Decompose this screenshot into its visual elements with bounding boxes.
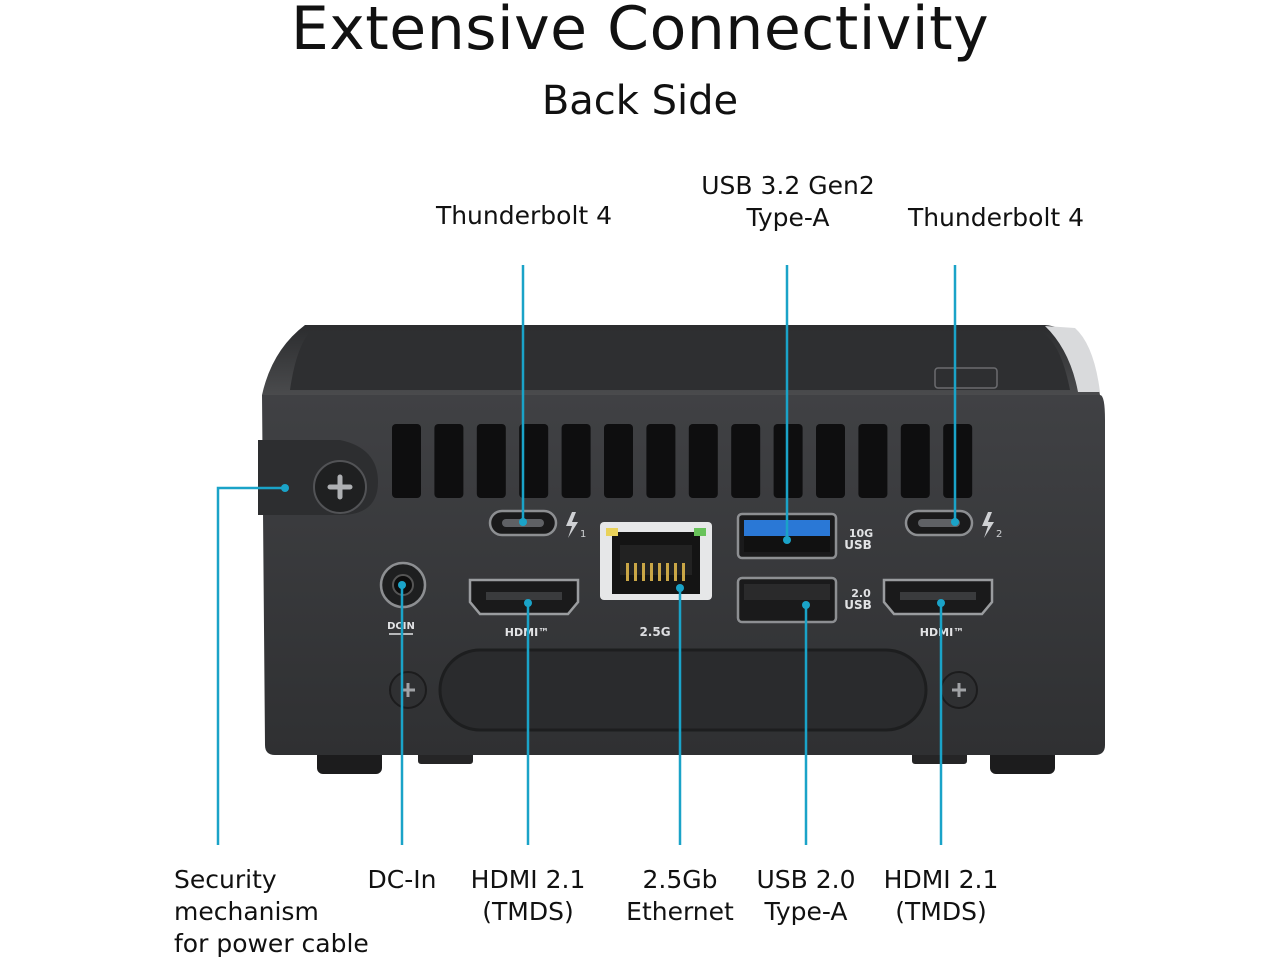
tb-number-1: 1 <box>580 529 586 540</box>
vent-slot <box>519 424 549 498</box>
vent-slot <box>900 424 930 498</box>
page-subtitle: Back Side <box>541 78 739 124</box>
page-title: Extensive Connectivity <box>290 0 990 64</box>
vent-grille <box>392 424 973 498</box>
vent-slot <box>434 424 464 498</box>
chassis-top-edge <box>1045 326 1100 392</box>
label-hdmi-left: HDMI 2.1(TMDS) <box>470 865 586 926</box>
vent-slot <box>816 424 845 498</box>
usb-20-marking: 2.0 <box>851 587 871 600</box>
thunderbolt-icon-1 <box>566 512 578 538</box>
ethernet-pin <box>666 563 669 581</box>
label-thunderbolt-right: Thunderbolt 4 <box>907 203 1085 232</box>
vent-slot <box>688 424 718 498</box>
tb-number-2: 2 <box>996 529 1002 540</box>
ethernet-pin <box>650 563 653 581</box>
ethernet-pin <box>674 563 677 581</box>
label-thunderbolt-left: Thunderbolt 4 <box>435 201 613 230</box>
label-dcin: DC-In <box>367 865 437 894</box>
chassis-top-inset <box>290 332 1070 390</box>
usb-10g-marking: 10G <box>849 527 873 540</box>
vent-slot <box>392 424 421 498</box>
ethernet-pins <box>626 563 685 581</box>
ethernet-pin <box>682 563 685 581</box>
callout-lines <box>216 265 957 845</box>
security-screw-cross <box>327 474 353 500</box>
vent-slot <box>858 424 888 498</box>
vent-slot <box>943 424 973 498</box>
ethernet-pin <box>634 563 637 581</box>
vent-slot <box>561 424 591 498</box>
callout-dots <box>281 484 959 609</box>
nuc-logo <box>934 367 998 389</box>
usb-20-usb-marking: USB <box>844 598 872 612</box>
vent-slot <box>731 424 761 498</box>
vent-slot <box>476 424 506 498</box>
thunderbolt-icon-2 <box>982 512 994 538</box>
ethernet-pin <box>642 563 645 581</box>
ethernet-speed-label: 2.5G <box>639 625 670 639</box>
vent-slot <box>646 424 676 498</box>
expansion-cover <box>438 648 928 732</box>
vent-slot <box>604 424 633 498</box>
callout-security <box>216 486 285 845</box>
ethernet-pin <box>658 563 661 581</box>
ethernet-pin <box>626 563 629 581</box>
label-hdmi-right: HDMI 2.1(TMDS) <box>883 865 999 926</box>
usb-10g-usb-marking: USB <box>844 538 872 552</box>
